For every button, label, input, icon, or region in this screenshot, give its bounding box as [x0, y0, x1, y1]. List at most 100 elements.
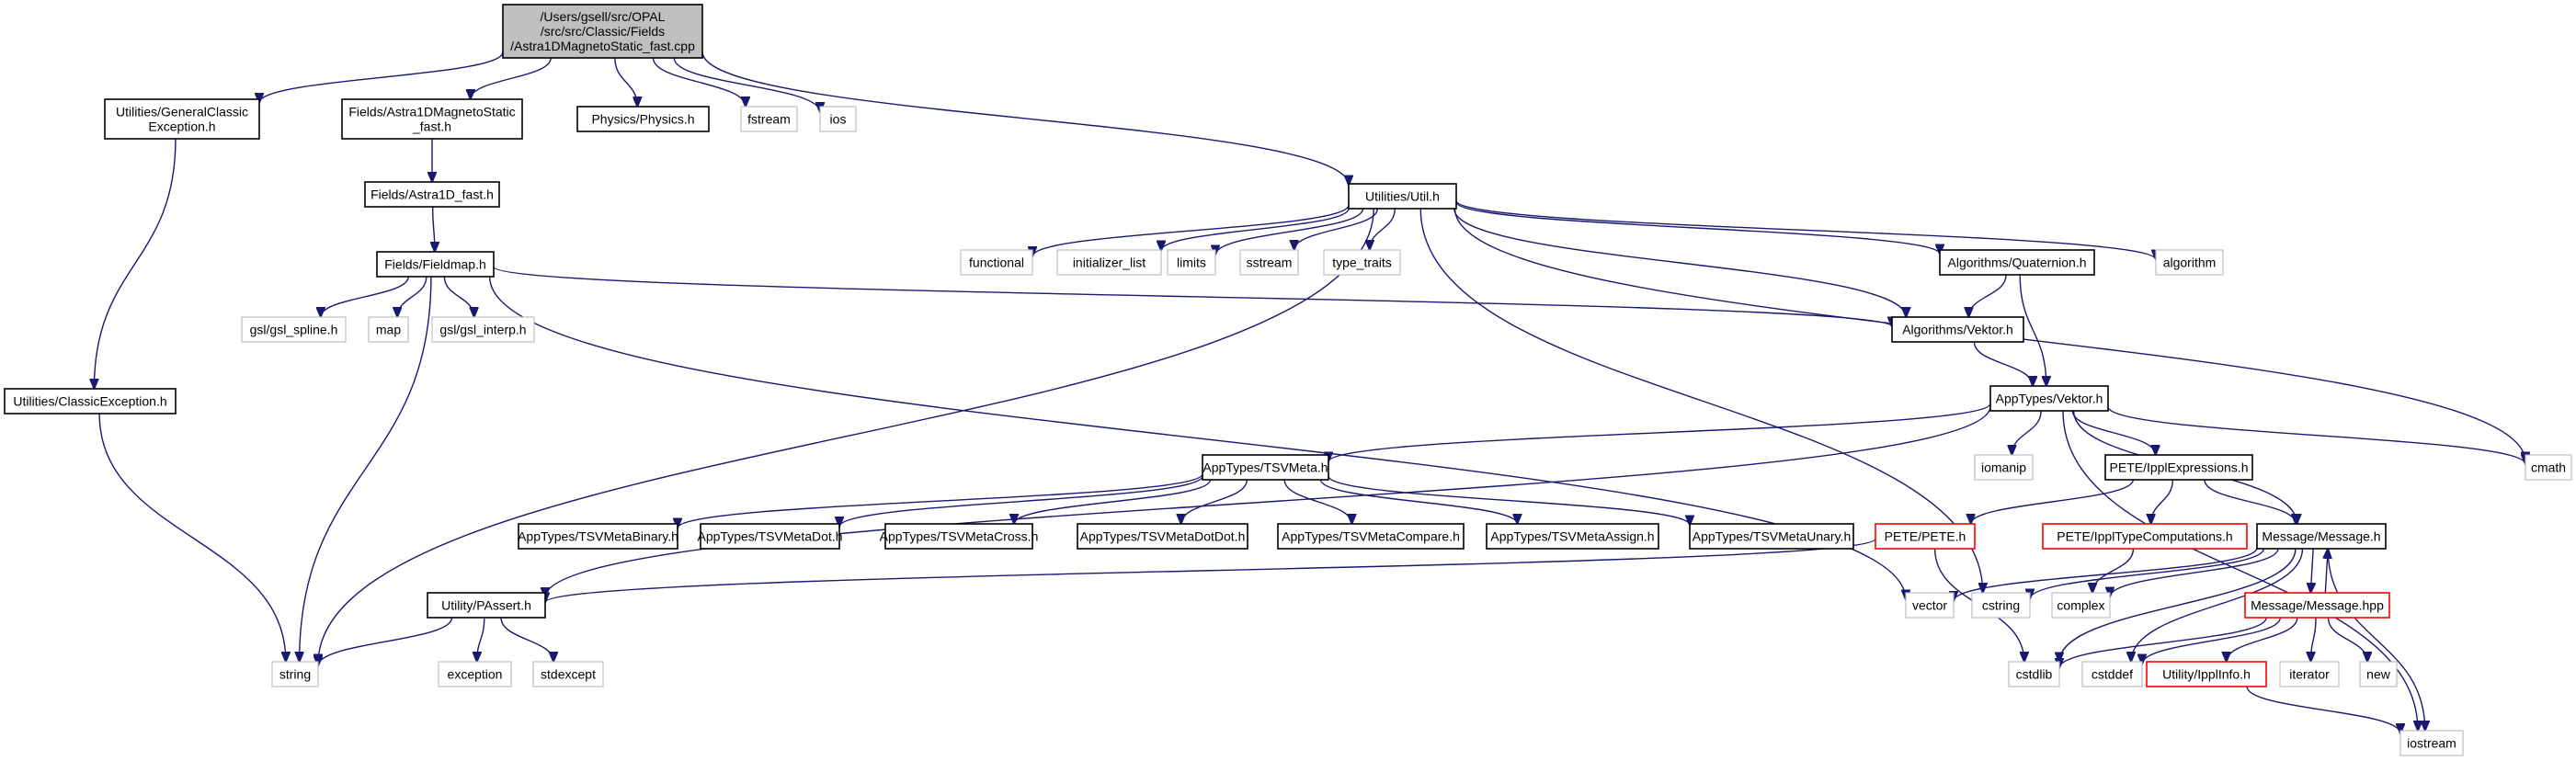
node-label: complex [2057, 598, 2104, 613]
edge-util-to-quaternion [1455, 201, 1940, 255]
node-box [1239, 249, 1299, 276]
edge-message-h-to-vector [1954, 547, 2258, 601]
node-apptypes-vektor[interactable]: AppTypes/Vektor.h [1989, 385, 2109, 412]
node-physics[interactable]: Physics/Physics.h [576, 106, 710, 132]
node-ippl-info[interactable]: Utility/IpplInfo.h [2146, 661, 2267, 687]
node-label: Physics/Physics.h [591, 112, 694, 127]
node-label: cstdlib [2016, 667, 2053, 682]
node-message-hpp[interactable]: Message/Message.hpp [2244, 592, 2390, 619]
edge-util-to-initializer-list [1161, 208, 1350, 251]
node-map: map [368, 316, 409, 343]
node-box [2256, 523, 2387, 550]
node-ippl-expressions[interactable]: PETE/IpplExpressions.h [2104, 454, 2253, 481]
node-label: gsl/gsl_interp.h [439, 323, 526, 337]
node-tsvmeta-dot[interactable]: AppTypes/TSVMetaDot.h [698, 523, 843, 550]
node-initializer-list: initializer_list [1056, 249, 1162, 276]
node-box [532, 661, 604, 687]
node-box [2399, 730, 2464, 756]
node-box [518, 523, 678, 550]
node-tsvmeta-cross[interactable]: AppTypes/TSVMetaCross.h [880, 523, 1039, 550]
node-quaternion[interactable]: Algorithms/Quaternion.h [1939, 249, 2095, 276]
node-label: gsl/gsl_spline.h [250, 323, 338, 337]
node-label: /Astra1DMagnetoStatic_fast.cpp [510, 39, 695, 53]
node-box [364, 181, 500, 208]
node-cstddef: cstddef [2081, 661, 2143, 687]
node-box [1939, 249, 2095, 276]
edge-util-to-algorithm [1455, 199, 2156, 259]
node-box [2081, 661, 2143, 687]
node-gsl-spline: gsl/gsl_spline.h [241, 316, 347, 343]
node-box [819, 106, 857, 132]
node-tsvmeta-unary[interactable]: AppTypes/TSVMetaUnary.h [1689, 523, 1854, 550]
node-tsvmeta-assign[interactable]: AppTypes/TSVMetaAssign.h [1486, 523, 1659, 550]
node-tsvmeta-dotdot[interactable]: AppTypes/TSVMetaDotDot.h [1077, 523, 1248, 550]
node-label: PETE/IpplTypeComputations.h [2057, 529, 2232, 544]
node-ios: ios [819, 106, 857, 132]
node-algorithm: algorithm [2155, 249, 2224, 276]
node-message-h[interactable]: Message/Message.h [2256, 523, 2387, 550]
node-box [960, 249, 1033, 276]
node-fieldmap[interactable]: Fields/Fieldmap.h [376, 251, 495, 278]
edge-root-to-fstream [652, 57, 745, 107]
edges [94, 51, 2525, 733]
node-box [2244, 592, 2390, 619]
edge-util-to-cstring [1419, 208, 1983, 593]
node-box [2051, 592, 2111, 619]
edge-apptypes-vektor-to-iostream [2062, 410, 2418, 731]
node-label: Utilities/Util.h [1365, 189, 1440, 204]
node-label: initializer_list [1073, 256, 1146, 270]
node-label: Utilities/GeneralClassic [116, 105, 248, 119]
node-gsl-interp: gsl/gsl_interp.h [431, 316, 535, 343]
node-box [341, 98, 523, 140]
node-tsvmeta-compare[interactable]: AppTypes/TSVMetaCompare.h [1277, 523, 1465, 550]
node-ippl-type-comp[interactable]: PETE/IpplTypeComputations.h [2042, 523, 2248, 550]
node-tsvmeta[interactable]: AppTypes/TSVMeta.h [1202, 454, 1329, 481]
node-box [431, 316, 535, 343]
node-fstream: fstream [740, 106, 798, 132]
node-cmath: cmath [2525, 454, 2572, 481]
node-box [2525, 454, 2572, 481]
node-label: Utilities/ClassicException.h [13, 394, 166, 409]
node-label: PETE/PETE.h [1885, 529, 1966, 544]
nodes: /Users/gsell/src/OPAL/src/src/Classic/Fi… [4, 4, 2572, 756]
edge-classic-exception-to-string [98, 413, 286, 662]
node-util[interactable]: Utilities/Util.h [1348, 183, 1457, 210]
edge-general-classic-exception-to-classic-exception [94, 138, 177, 389]
node-passert[interactable]: Utility/PAssert.h [427, 592, 546, 619]
node-label: Utility/IpplInfo.h [2162, 667, 2251, 682]
edge-root-to-util [701, 51, 1349, 185]
node-box [884, 523, 1033, 550]
edge-message-hpp-to-iterator [2311, 617, 2317, 662]
node-box [1056, 249, 1162, 276]
edge-root-to-physics [614, 57, 637, 107]
node-tsvmeta-binary[interactable]: AppTypes/TSVMetaBinary.h [518, 523, 678, 550]
node-box [2042, 523, 2248, 550]
node-box [1486, 523, 1659, 550]
node-astra1d-magnetostatic-fast[interactable]: Fields/Astra1DMagnetoStatic_fast.h [341, 98, 523, 140]
node-algo-vektor[interactable]: Algorithms/Vektor.h [1891, 316, 2024, 343]
node-root[interactable]: /Users/gsell/src/OPAL/src/src/Classic/Fi… [502, 4, 703, 59]
edge-astra1d-fast-to-fieldmap [433, 206, 435, 252]
node-label: AppTypes/TSVMetaDotDot.h [1080, 529, 1246, 544]
node-label: AppTypes/TSVMetaDot.h [698, 529, 843, 544]
node-box [2155, 249, 2224, 276]
node-label: functional [969, 256, 1024, 270]
node-box [576, 106, 710, 132]
node-vector: vector [1905, 592, 1955, 619]
edge-tsvmeta-to-tsvmeta-compare [1283, 479, 1351, 524]
node-classic-exception[interactable]: Utilities/ClassicException.h [4, 388, 177, 415]
node-box [438, 661, 512, 687]
edge-apptypes-vektor-to-tsvmeta [1328, 403, 1991, 461]
node-label: cstring [1982, 598, 2020, 613]
node-stdexcept: stdexcept [532, 661, 604, 687]
node-astra1d-fast[interactable]: Fields/Astra1D_fast.h [364, 181, 500, 208]
node-pete[interactable]: PETE/PETE.h [1875, 523, 1976, 550]
edge-algo-vektor-to-apptypes-vektor [1973, 341, 2033, 386]
edge-tsvmeta-to-tsvmeta-dotdot [1181, 479, 1248, 524]
node-label: string [279, 667, 311, 682]
edge-apptypes-vektor-to-iomanip [2012, 410, 2042, 455]
edge-root-to-ios [673, 57, 820, 112]
edge-fieldmap-to-gsl-interp [443, 276, 473, 317]
